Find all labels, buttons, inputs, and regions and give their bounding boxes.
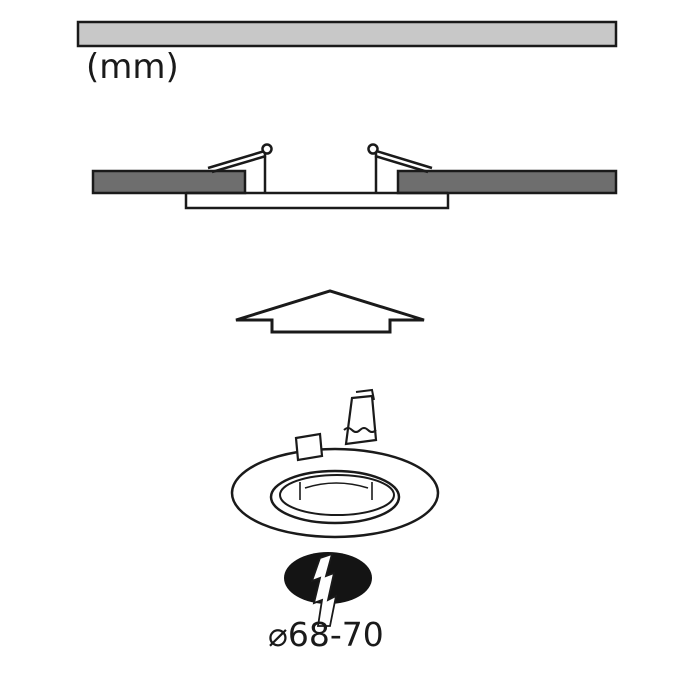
clip-spring-right	[344, 394, 378, 446]
cutout-hole-symbol	[284, 552, 372, 627]
clip-spring-top	[355, 388, 375, 401]
cutout-diameter-label: ⌀68-70	[268, 618, 384, 651]
ceiling-cross-section	[91, 143, 618, 210]
spring-hinge-left	[261, 143, 273, 155]
diameter-symbol: ⌀	[268, 615, 288, 654]
clip-tab-left	[294, 432, 324, 462]
diameter-value: 68-70	[287, 615, 384, 654]
unit-label: (mm)	[86, 47, 179, 87]
fitting-opening	[279, 474, 395, 516]
ceiling-panel-left	[91, 169, 247, 195]
push-up-arrow	[235, 289, 425, 334]
spring-clip-right	[372, 148, 433, 174]
spring-clip-left	[207, 148, 269, 174]
drill-bit-icon	[310, 552, 338, 627]
ceiling-panel-right	[396, 169, 618, 195]
recessed-fitting-drawing	[230, 388, 440, 539]
fitting-body-section	[184, 152, 450, 210]
fitting-opening-detail	[299, 482, 373, 500]
ceiling-thickness-bar	[76, 20, 618, 48]
clip-spring-coil	[343, 427, 377, 433]
spring-hinge-right	[367, 143, 379, 155]
